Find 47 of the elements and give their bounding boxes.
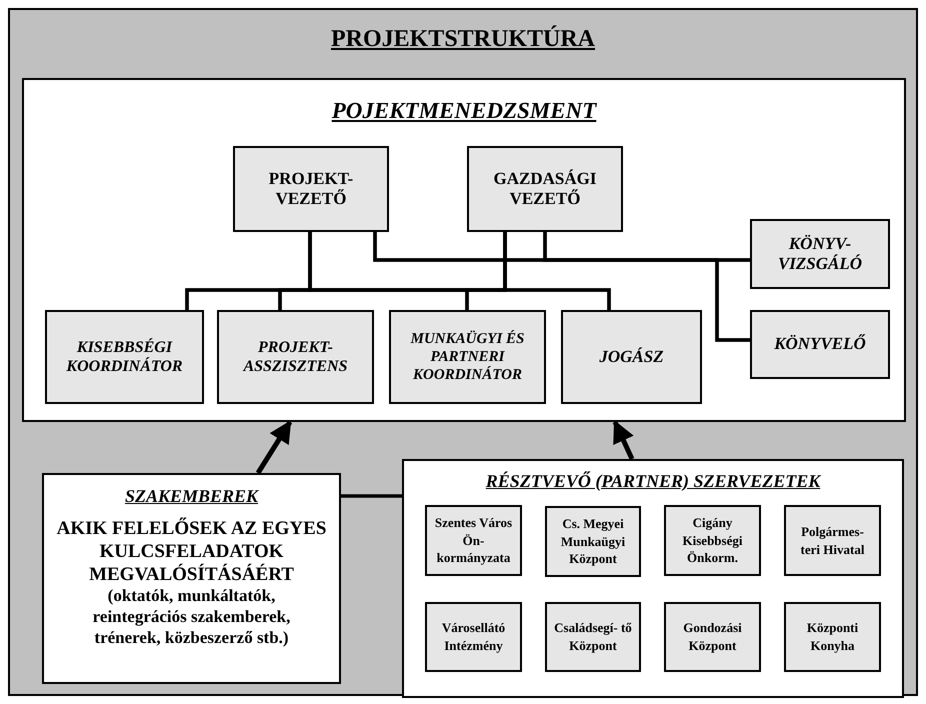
node-label: KISEBBSÉGI KOORDINÁTOR bbox=[65, 338, 184, 376]
node-label: KÖNYVELŐ bbox=[774, 334, 866, 355]
partner-box bbox=[425, 602, 522, 672]
arrow bbox=[612, 420, 634, 460]
examples-text: (oktatók, munkáltatók, reintegrációs szakemberek, trénerek, közbeszerző stb.) bbox=[92, 586, 292, 649]
node-label: Gondozási Központ bbox=[682, 619, 743, 655]
node-label: PROJEKT- ASSZISZTENS bbox=[242, 338, 349, 376]
role-box bbox=[467, 146, 623, 232]
node-label: Cs. Megyei Munkaügyi Központ bbox=[560, 515, 626, 568]
partner-box bbox=[664, 602, 761, 672]
node-label: MUNKAÜGYI ÉS PARTNERI KOORDINÁTOR bbox=[410, 330, 526, 384]
frame-heading: PROJEKTSTRUKTÚRA bbox=[330, 26, 596, 52]
section-heading: RÉSZTVEVŐ (PARTNER) SZERVEZETEK bbox=[486, 471, 820, 491]
management-panel bbox=[22, 78, 906, 422]
partner-box bbox=[545, 602, 641, 672]
node-label: Városellátó Intézmény bbox=[440, 619, 506, 655]
role-box bbox=[561, 310, 702, 404]
connector-line bbox=[543, 232, 750, 342]
role-box bbox=[233, 146, 389, 232]
role-box bbox=[217, 310, 374, 404]
responsibility-text: AKIK FELELŐSEK AZ EGYES KULCSFELADATOK MEGVALÓSÍTÁSÁÉRT bbox=[56, 516, 328, 586]
node-label: Központi Konyha bbox=[806, 619, 860, 655]
experts-box bbox=[42, 473, 341, 684]
role-box bbox=[750, 310, 890, 379]
section-heading: POJEKTMENEDZSMENT bbox=[332, 98, 596, 123]
connector-line bbox=[503, 232, 611, 310]
section-heading: SZAKEMBEREK bbox=[124, 487, 258, 507]
node-label: Cigány Kisebbségi Önkorm. bbox=[682, 514, 744, 567]
partner-box bbox=[425, 505, 522, 576]
node-label: KÖNYV- VIZSGÁLÓ bbox=[776, 234, 864, 274]
frame-background bbox=[8, 8, 918, 696]
node-label: PROJEKT- VEZETŐ bbox=[268, 168, 354, 210]
node-label: GAZDASÁGI VEZETŐ bbox=[492, 168, 598, 210]
role-box bbox=[750, 219, 890, 289]
partner-box bbox=[784, 505, 881, 576]
arrow bbox=[256, 420, 292, 474]
node-label: JOGÁSZ bbox=[599, 346, 664, 368]
partners-panel bbox=[402, 459, 904, 698]
node-label: Szentes Város Ön- kormányzata bbox=[434, 514, 513, 567]
partner-box bbox=[784, 602, 881, 672]
role-box bbox=[45, 310, 204, 404]
partner-box bbox=[545, 506, 641, 577]
node-label: Családsegí- tő Központ bbox=[554, 619, 632, 655]
partner-box bbox=[664, 505, 761, 576]
node-label: Polgármes- teri Hivatal bbox=[800, 522, 866, 558]
connector-line bbox=[341, 494, 402, 498]
role-box bbox=[389, 310, 546, 404]
